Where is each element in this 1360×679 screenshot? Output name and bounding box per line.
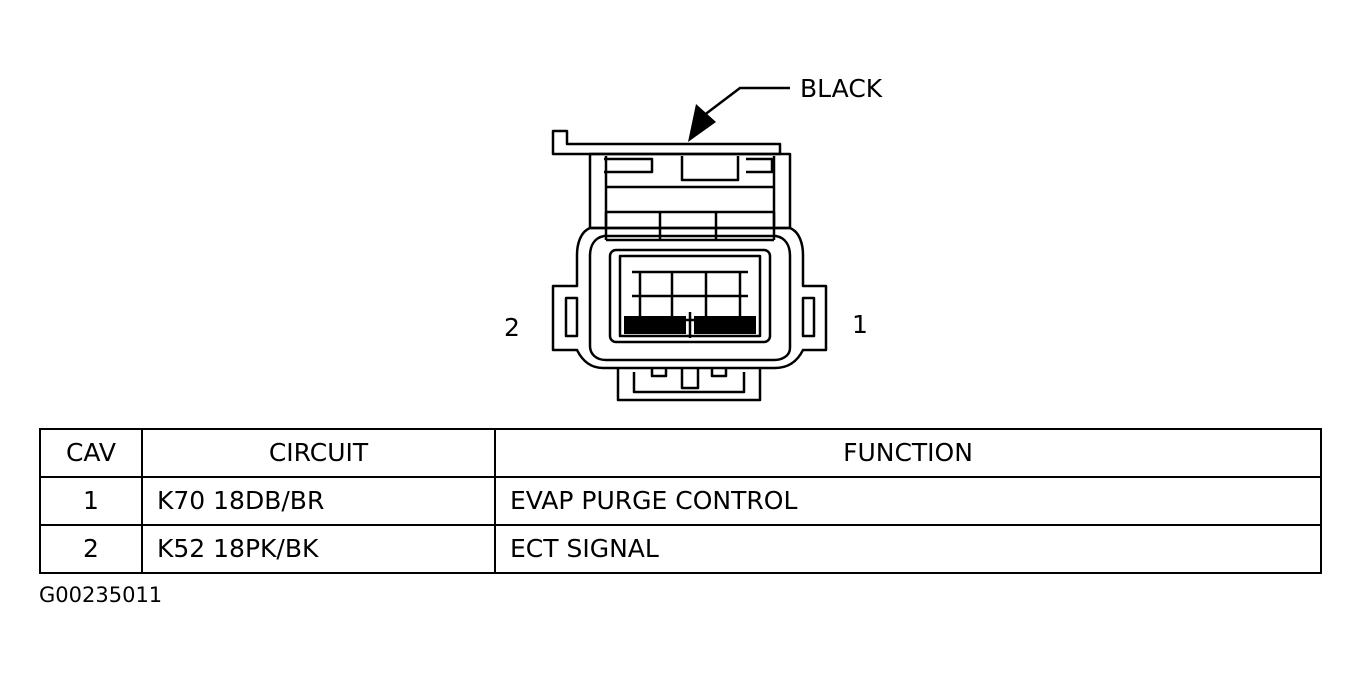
- upper-housing: [588, 152, 792, 230]
- cell-circuit: K70 18DB/BR: [141, 476, 496, 526]
- terminal-2: [624, 316, 686, 334]
- terminal-1: [694, 316, 756, 334]
- cell-circuit: K52 18PK/BK: [141, 524, 496, 574]
- leader-arrow-icon: [688, 104, 716, 142]
- header-circuit: CIRCUIT: [141, 428, 496, 478]
- cavity-label-right: 1: [852, 310, 868, 339]
- connector-diagram: BLACK 2 1: [504, 74, 883, 402]
- cell-cav: 2: [39, 524, 143, 574]
- cell-cav: 1: [39, 476, 143, 526]
- header-function: FUNCTION: [494, 428, 1322, 478]
- table-row: 1 K70 18DB/BR EVAP PURGE CONTROL: [39, 476, 1322, 526]
- table-header-row: CAV CIRCUIT FUNCTION: [39, 428, 1322, 478]
- color-label: BLACK: [800, 74, 883, 103]
- bottom-mount: [616, 368, 762, 402]
- cavity-label-left: 2: [504, 313, 520, 342]
- connector-shell: [551, 226, 828, 370]
- lock-tab: [551, 129, 782, 156]
- cell-function: EVAP PURGE CONTROL: [494, 476, 1322, 526]
- figure-id: G00235011: [39, 583, 163, 607]
- terminal-cavity: [608, 248, 772, 344]
- pinout-table: CAV CIRCUIT FUNCTION 1 K70 18DB/BR EVAP …: [39, 428, 1322, 574]
- leader-line: [702, 86, 790, 117]
- cell-function: ECT SIGNAL: [494, 524, 1322, 574]
- table-row: 2 K52 18PK/BK ECT SIGNAL: [39, 524, 1322, 574]
- latch-blocks: [604, 210, 776, 242]
- header-cav: CAV: [39, 428, 143, 478]
